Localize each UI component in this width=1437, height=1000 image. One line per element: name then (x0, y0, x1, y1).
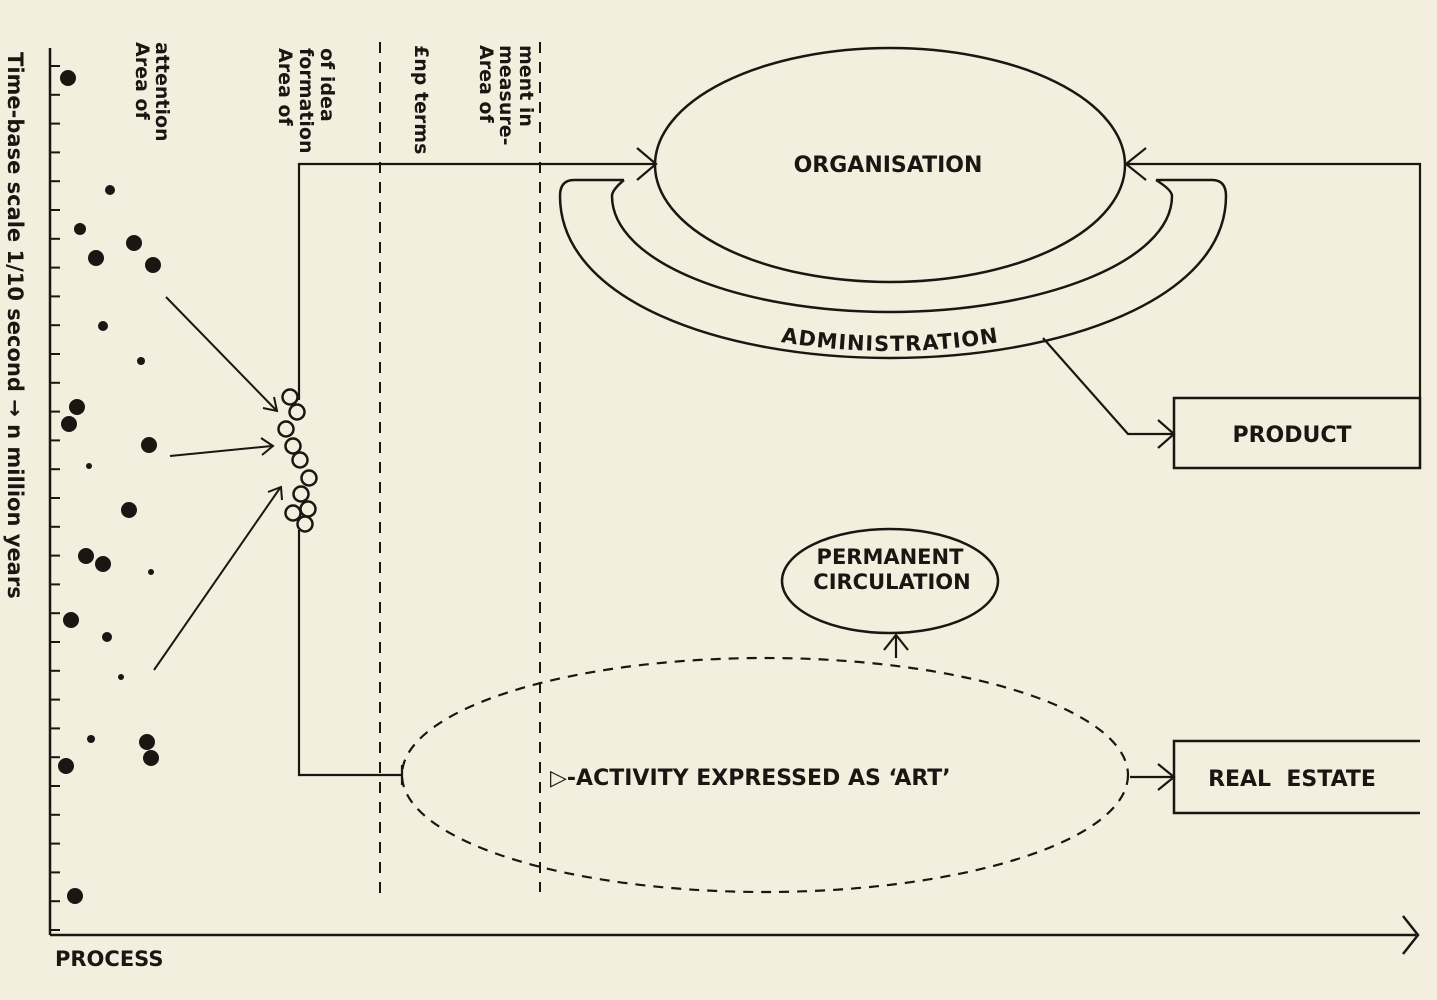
attention-dot (86, 463, 92, 469)
connector-admin-to-product (1042, 337, 1174, 436)
attention-dot (141, 437, 157, 453)
attention-dot (137, 357, 145, 365)
activity-node (400, 656, 1130, 894)
attention-dot (139, 734, 155, 750)
attention-dot (126, 235, 142, 251)
connector-to-activity (297, 530, 402, 777)
attention-dot (61, 416, 77, 432)
connector-product-to-organisation (1126, 162, 1422, 398)
permanent-circulation-node (780, 527, 1000, 635)
attention-dots (58, 70, 161, 904)
attention-dot (95, 556, 111, 572)
attention-dot (67, 888, 83, 904)
attention-dot (98, 321, 108, 331)
idea-circle (284, 437, 302, 455)
attention-arrows (153, 296, 283, 671)
attention-dot (63, 612, 79, 628)
column-separators (379, 42, 541, 895)
attention-dot (74, 223, 86, 235)
attention-dot (87, 735, 95, 743)
x-axis-label: PROCESS (55, 947, 163, 971)
attention-dot (58, 758, 74, 774)
attention-dot (118, 674, 124, 680)
administration-label: ADMINISTRATION (780, 323, 1000, 356)
idea-circle (292, 485, 310, 503)
idea-formation-cluster (277, 388, 318, 533)
idea-circle (281, 388, 299, 406)
idea-circle (296, 515, 314, 533)
product-label: PRODUCT (1232, 423, 1351, 448)
attention-dot (69, 399, 85, 415)
organisation-node (653, 46, 1127, 284)
real-estate-label: REAL ESTATE (1208, 767, 1376, 792)
attention-dot (148, 569, 154, 575)
svg-text:attention: attention (151, 42, 173, 142)
idea-circle (277, 420, 295, 438)
svg-text:Area of: Area of (131, 42, 153, 120)
connector-to-organisation (297, 162, 656, 400)
y-axis-label: Time-base scale 1/10 second → n million … (3, 52, 27, 599)
product-feedback (1042, 147, 1422, 449)
column-header-attention: Area of attention (131, 42, 173, 142)
y-axis-ticks (50, 65, 60, 931)
svg-text:ment in: ment in (515, 45, 537, 127)
idea-circle (300, 469, 318, 487)
arrowhead-organisation-right (1124, 147, 1147, 181)
svg-text:Area of: Area of (274, 48, 296, 126)
attention-dot (121, 502, 137, 518)
attention-dot (88, 250, 104, 266)
idea-connectors (297, 147, 658, 785)
svg-text:£np terms: £np terms (410, 45, 432, 154)
attention-dot (143, 750, 159, 766)
attention-dot (145, 257, 161, 273)
organisation-label: ORGANISATION (794, 153, 983, 178)
activity-label: ▷-ACTIVITY EXPRESSED AS ‘ART’ (550, 766, 951, 791)
svg-text:formation: formation (295, 48, 317, 153)
idea-circle (284, 504, 302, 522)
attention-dot (102, 632, 112, 642)
attention-dot (105, 185, 115, 195)
x-axis-arrowhead (1402, 915, 1420, 955)
connector-activity-to-real-estate (1130, 763, 1176, 791)
attention-dot (78, 548, 94, 564)
connector-activity-to-circulation (883, 633, 909, 658)
permanent-circulation-label-line2: CIRCULATION (813, 570, 970, 594)
idea-circle (288, 403, 306, 421)
idea-circle (299, 500, 317, 518)
column-header-measurement: Area of measure- ment in £np terms (410, 45, 537, 154)
svg-text:Area of: Area of (475, 45, 497, 123)
product-node (1172, 396, 1422, 470)
axes (48, 48, 1420, 955)
attention-dot (60, 70, 76, 86)
column-header-formation: Area of formation of idea (274, 48, 338, 153)
idea-circle (291, 451, 309, 469)
svg-text:of idea: of idea (316, 48, 338, 122)
permanent-circulation-label-line1: PERMANENT (817, 545, 965, 569)
administration-band (558, 178, 1228, 360)
svg-text:measure-: measure- (495, 45, 517, 145)
real-estate-node (1172, 739, 1420, 815)
